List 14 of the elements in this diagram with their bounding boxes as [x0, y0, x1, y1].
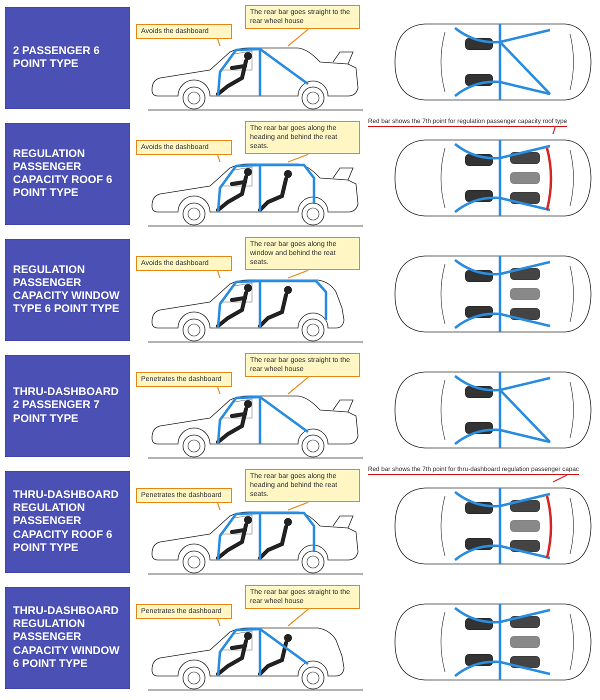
- car-side-drawing: [148, 394, 363, 460]
- type-title-panel: REGULATION PASSENGER CAPACITY WINDOW TYPE 6 POINT TYPE: [5, 239, 130, 341]
- leader-line: [552, 474, 568, 483]
- type-title-panel: THRU-DASHBOARD 2 PASSENGER 7 POINT TYPE: [5, 355, 130, 457]
- type-title-panel: 2 PASSENGER 6 POINT TYPE: [5, 7, 130, 109]
- type-title-panel: THRU-DASHBOARD REGULATION PASSENGER CAPACITY WINDOW 6 POINT TYPE: [5, 587, 130, 689]
- type-title-panel: THRU-DASHBOARD REGULATION PASSENGER CAPACITY ROOF 6 POINT TYPE: [5, 471, 130, 573]
- type-title-panel: REGULATION PASSENGER CAPACITY ROOF 6 POINT TYPE: [5, 123, 130, 225]
- car-side-drawing: [148, 162, 363, 228]
- car-side-drawing: [148, 46, 363, 112]
- leader-line: [552, 126, 556, 134]
- car-side-drawing: [148, 510, 363, 576]
- car-side-drawing: [148, 626, 363, 692]
- car-side-drawing: [148, 278, 363, 344]
